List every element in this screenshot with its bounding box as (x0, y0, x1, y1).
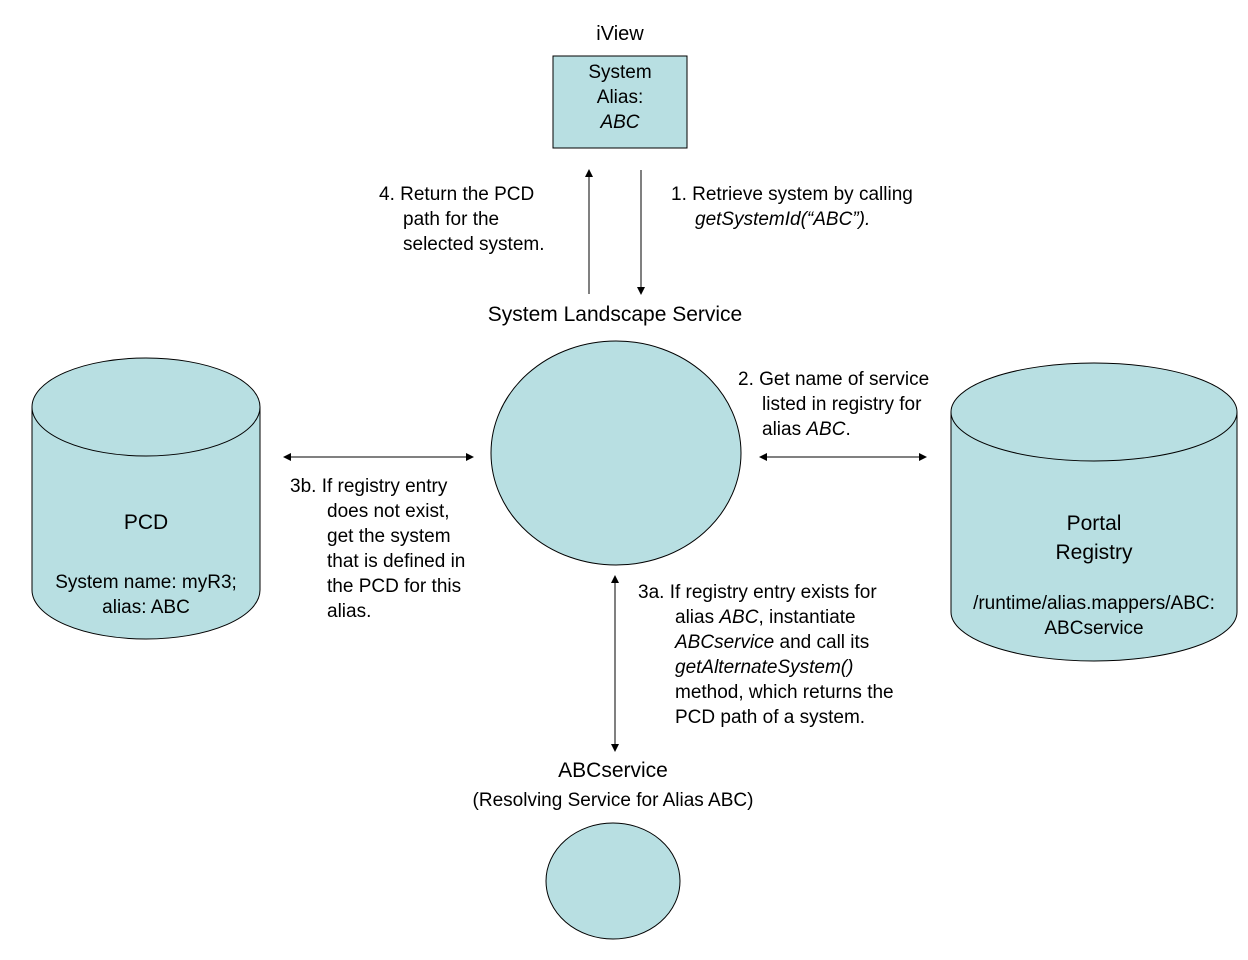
iview-box (552, 55, 688, 149)
step1-label: 1. Retrieve system by calling getSystemI… (671, 184, 913, 230)
sls-circle (490, 340, 742, 566)
step3b-label: 3b. If registry entry does not exist, ge… (290, 476, 466, 622)
registry-service: ABCservice (1044, 618, 1144, 639)
step2-label: 2. Get name of service listed in registr… (738, 369, 930, 440)
abcservice-circle (545, 822, 681, 940)
abcservice-subtitle: (Resolving Service for Alias ABC) (472, 790, 754, 811)
iview-box-line3: ABC (600, 112, 640, 133)
pcd-cylinder (31, 357, 261, 640)
step4-label: 4. Return the PCD path for the selected … (379, 184, 545, 255)
iview-title: iView (596, 23, 644, 45)
sls-title: System Landscape Service (487, 303, 743, 326)
registry-details: /runtime/alias.mappers/ABC: ABCservice (951, 591, 1237, 641)
iview-box-line2: Alias: (596, 87, 644, 108)
registry-path: /runtime/alias.mappers/ABC: (973, 593, 1215, 614)
registry-title: Portal Registry (1055, 512, 1133, 564)
registry-cylinder (950, 362, 1238, 662)
iview-box-text: System Alias: ABC (553, 60, 687, 135)
pcd-title: PCD (123, 511, 169, 534)
pcd-details: System name: myR3; alias: ABC (32, 570, 260, 620)
step3a-label: 3a. If registry entry exists for alias A… (638, 582, 894, 728)
pcd-alias: alias: ABC (102, 597, 190, 618)
pcd-system-name: System name: myR3; (55, 572, 237, 593)
iview-box-line1: System (588, 62, 652, 83)
abcservice-title: ABCservice (558, 759, 668, 782)
